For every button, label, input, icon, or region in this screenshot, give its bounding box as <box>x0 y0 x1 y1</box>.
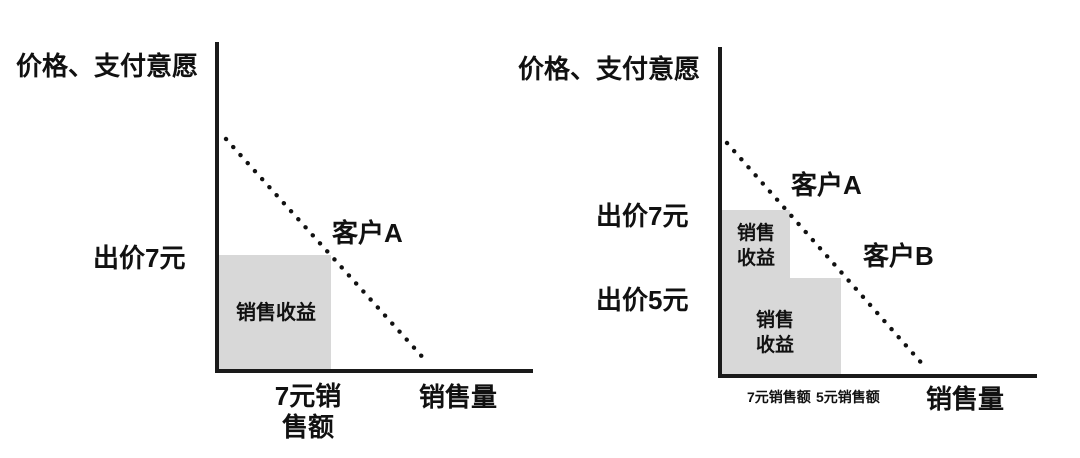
left-bid7-label: 出价7元 <box>93 243 186 273</box>
right-x-label-7yuan: 7元销售额 <box>747 389 811 405</box>
left-x-axis <box>215 369 533 373</box>
right-bid5-label: 出价5元 <box>596 285 689 315</box>
left-x-label-7yuan: 7元销 售额 <box>262 381 354 442</box>
right-customer-b-label: 客户B <box>863 241 934 271</box>
left-x-label-7yuan-line1: 7元销 <box>274 381 342 411</box>
right-x-axis <box>718 374 1037 378</box>
right-x-label-5yuan: 5元销售额 <box>816 389 880 405</box>
left-y-axis-title: 价格、支付意愿 <box>16 51 199 81</box>
left-customer-a-label: 客户A <box>332 218 403 248</box>
right-y-axis-title: 价格、支付意愿 <box>518 54 701 84</box>
left-revenue-label: 销售收益 <box>236 302 316 324</box>
left-x-label-7yuan-line2: 售额 <box>281 411 334 442</box>
right-revenue-a-line1: 销售 <box>736 223 775 244</box>
right-revenue-a-line2: 收益 <box>736 248 775 270</box>
left-demand-curve <box>223 136 429 364</box>
right-revenue-b-line1: 销售 <box>755 310 794 331</box>
right-y-axis <box>718 47 722 377</box>
right-demand-curve <box>724 140 928 370</box>
right-revenue-a-label: 销售 收益 <box>726 221 786 271</box>
right-revenue-b-label: 销售 收益 <box>745 308 805 358</box>
left-x-axis-title: 销售量 <box>419 382 498 412</box>
right-x-axis-title: 销售量 <box>926 384 1005 414</box>
right-bid7-label: 出价7元 <box>596 201 689 231</box>
right-customer-a-label: 客户A <box>791 170 862 200</box>
left-revenue-rect <box>219 255 331 369</box>
left-y-axis <box>215 42 219 373</box>
right-revenue-b-line2: 收益 <box>755 335 794 357</box>
right-revenue-rect-5yuan <box>722 278 841 374</box>
